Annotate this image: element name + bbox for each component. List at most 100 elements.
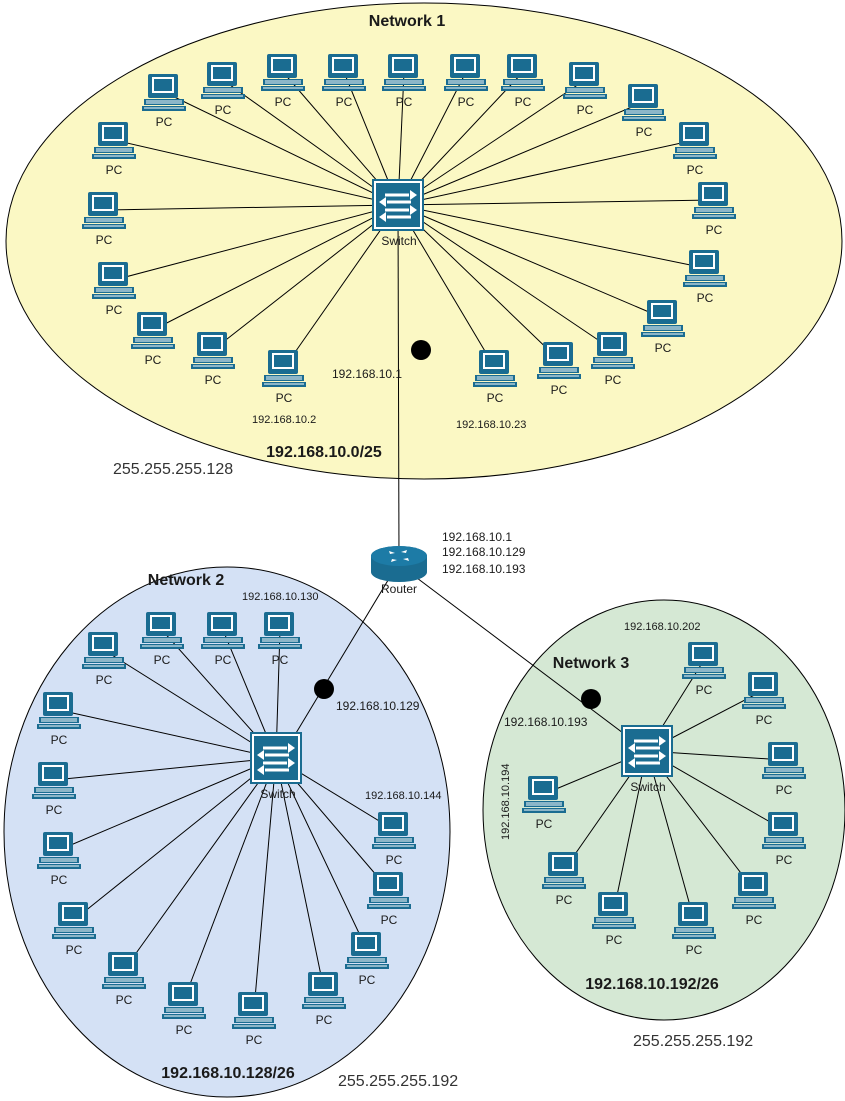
network1-gateway-ip: 192.168.10.1 [332, 367, 402, 381]
net1-switch[interactable] [371, 178, 425, 232]
net3-pc-3[interactable]: PC [762, 742, 806, 797]
pc-label: PC [697, 291, 714, 305]
net2-pc-10[interactable]: PC [162, 982, 206, 1037]
net2-pc-5[interactable]: PC [37, 692, 81, 747]
net2-pc-13[interactable]: PC [345, 932, 389, 987]
network2-mask: 255.255.255.192 [338, 1073, 458, 1090]
pc-label: PC [686, 943, 703, 957]
pc-label: PC [276, 391, 293, 405]
net1-pc-16[interactable]: PC [473, 350, 517, 405]
pc-label: PC [381, 913, 398, 927]
pc-label: PC [215, 103, 232, 117]
net3-pc-6[interactable]: PC [672, 902, 716, 957]
net1-pc-22[interactable]: PC [92, 122, 136, 177]
net2-pc-15[interactable]: PC [372, 812, 416, 867]
net1-pc-17[interactable]: PC [262, 350, 306, 405]
net3-pc-8[interactable]: PC [542, 852, 586, 907]
net1-pc-10[interactable]: PC [673, 122, 717, 177]
net1-pc-1[interactable]: PC [142, 74, 186, 129]
net1-pc-14[interactable]: PC [591, 332, 635, 387]
pc-label: PC [776, 783, 793, 797]
pc-label: PC [776, 853, 793, 867]
network3-pc-ip-note-1: 192.168.10.202 [624, 621, 700, 633]
pc-label: PC [706, 223, 723, 237]
link-net2-pc-9 [123, 757, 277, 971]
pc-label: PC [116, 993, 133, 1007]
net2-pc-1[interactable]: PC [140, 612, 184, 667]
link-net3-pc-7 [613, 750, 648, 911]
net1-pc-2[interactable]: PC [201, 62, 245, 117]
link-net2-pc-12 [275, 757, 325, 991]
link-net1-pc-17 [283, 204, 399, 369]
link-net1-pc-14 [397, 204, 614, 351]
net3-pc-9[interactable]: PC [522, 776, 566, 831]
net2-pc-8[interactable]: PC [52, 902, 96, 957]
uplink-junction-dot-2 [314, 679, 334, 699]
pc-label: PC [106, 303, 123, 317]
pc-label: PC [458, 95, 475, 109]
link-net1-pc-8 [397, 79, 586, 206]
net1-pc-18[interactable]: PC [191, 332, 235, 387]
net1-pc-7[interactable]: PC [501, 54, 545, 109]
net2-pc-11[interactable]: PC [232, 992, 276, 1047]
net2-pc-12[interactable]: PC [302, 972, 346, 1027]
network2-switch-label: Switch [260, 787, 295, 801]
network-switch-icon [620, 724, 674, 778]
link-net3-pc-6 [646, 750, 695, 921]
link-net2-pc-7 [58, 757, 277, 851]
network2-gateway-ip: 192.168.10.129 [336, 699, 420, 713]
net2-pc-2[interactable]: PC [201, 612, 245, 667]
uplink-junction-dot-1 [411, 340, 431, 360]
router-ip-3: 192.168.10.193 [442, 562, 526, 576]
net3-switch[interactable] [620, 724, 674, 778]
pc-label: PC [515, 95, 532, 109]
link-net1-pc-20 [113, 204, 399, 281]
net2-switch[interactable] [249, 731, 303, 785]
pc-label: PC [687, 163, 704, 177]
net1-pc-5[interactable]: PC [382, 54, 426, 109]
net1-pc-13[interactable]: PC [641, 300, 685, 355]
link-net1-pc-19 [152, 204, 399, 331]
net3-pc-4[interactable]: PC [762, 812, 806, 867]
net1-pc-20[interactable]: PC [92, 262, 136, 317]
link-net2-pc-8 [73, 757, 277, 921]
link-net1-pc-18 [212, 204, 399, 351]
net2-pc-6[interactable]: PC [32, 762, 76, 817]
pc-label: PC [51, 733, 68, 747]
net1-pc-3[interactable]: PC [261, 54, 305, 109]
net1-pc-4[interactable]: PC [322, 54, 366, 109]
net1-pc-15[interactable]: PC [537, 342, 581, 397]
net2-pc-14[interactable]: PC [367, 872, 411, 927]
pc-label: PC [756, 713, 773, 727]
network1-switch-label: Switch [381, 234, 416, 248]
net2-pc-7[interactable]: PC [37, 832, 81, 887]
router[interactable] [371, 546, 427, 582]
pc-label: PC [51, 873, 68, 887]
net2-pc-4[interactable]: PC [82, 632, 126, 687]
network2-pc-ip-note-2: 192.168.10.144 [365, 790, 441, 802]
link-net1-pc-1 [163, 91, 399, 206]
pc-label: PC [145, 353, 162, 367]
network2-pc-ip-note-1: 192.168.10.130 [242, 591, 318, 603]
pc-label: PC [551, 383, 568, 397]
net2-pc-3[interactable]: PC [258, 612, 302, 667]
network3-title: Network 3 [553, 655, 630, 672]
pc-label: PC [96, 673, 113, 687]
net1-pc-21[interactable]: PC [82, 192, 126, 247]
net2-pc-9[interactable]: PC [102, 952, 146, 1007]
net3-pc-5[interactable]: PC [732, 872, 776, 927]
net3-pc-1[interactable]: PC [682, 642, 726, 697]
net3-pc-2[interactable]: PC [742, 672, 786, 727]
net3-pc-7[interactable]: PC [592, 892, 636, 947]
net1-pc-19[interactable]: PC [131, 312, 175, 367]
net1-pc-8[interactable]: PC [563, 62, 607, 117]
net1-pc-9[interactable]: PC [622, 84, 666, 139]
net1-pc-11[interactable]: PC [692, 182, 736, 237]
link-net2-pc-13 [275, 757, 368, 951]
net1-pc-6[interactable]: PC [444, 54, 488, 109]
network-switch-icon [249, 731, 303, 785]
link-net2-pc-5 [58, 709, 277, 759]
pc-label: PC [215, 653, 232, 667]
net1-pc-12[interactable]: PC [683, 250, 727, 305]
pc-label: PC [636, 125, 653, 139]
